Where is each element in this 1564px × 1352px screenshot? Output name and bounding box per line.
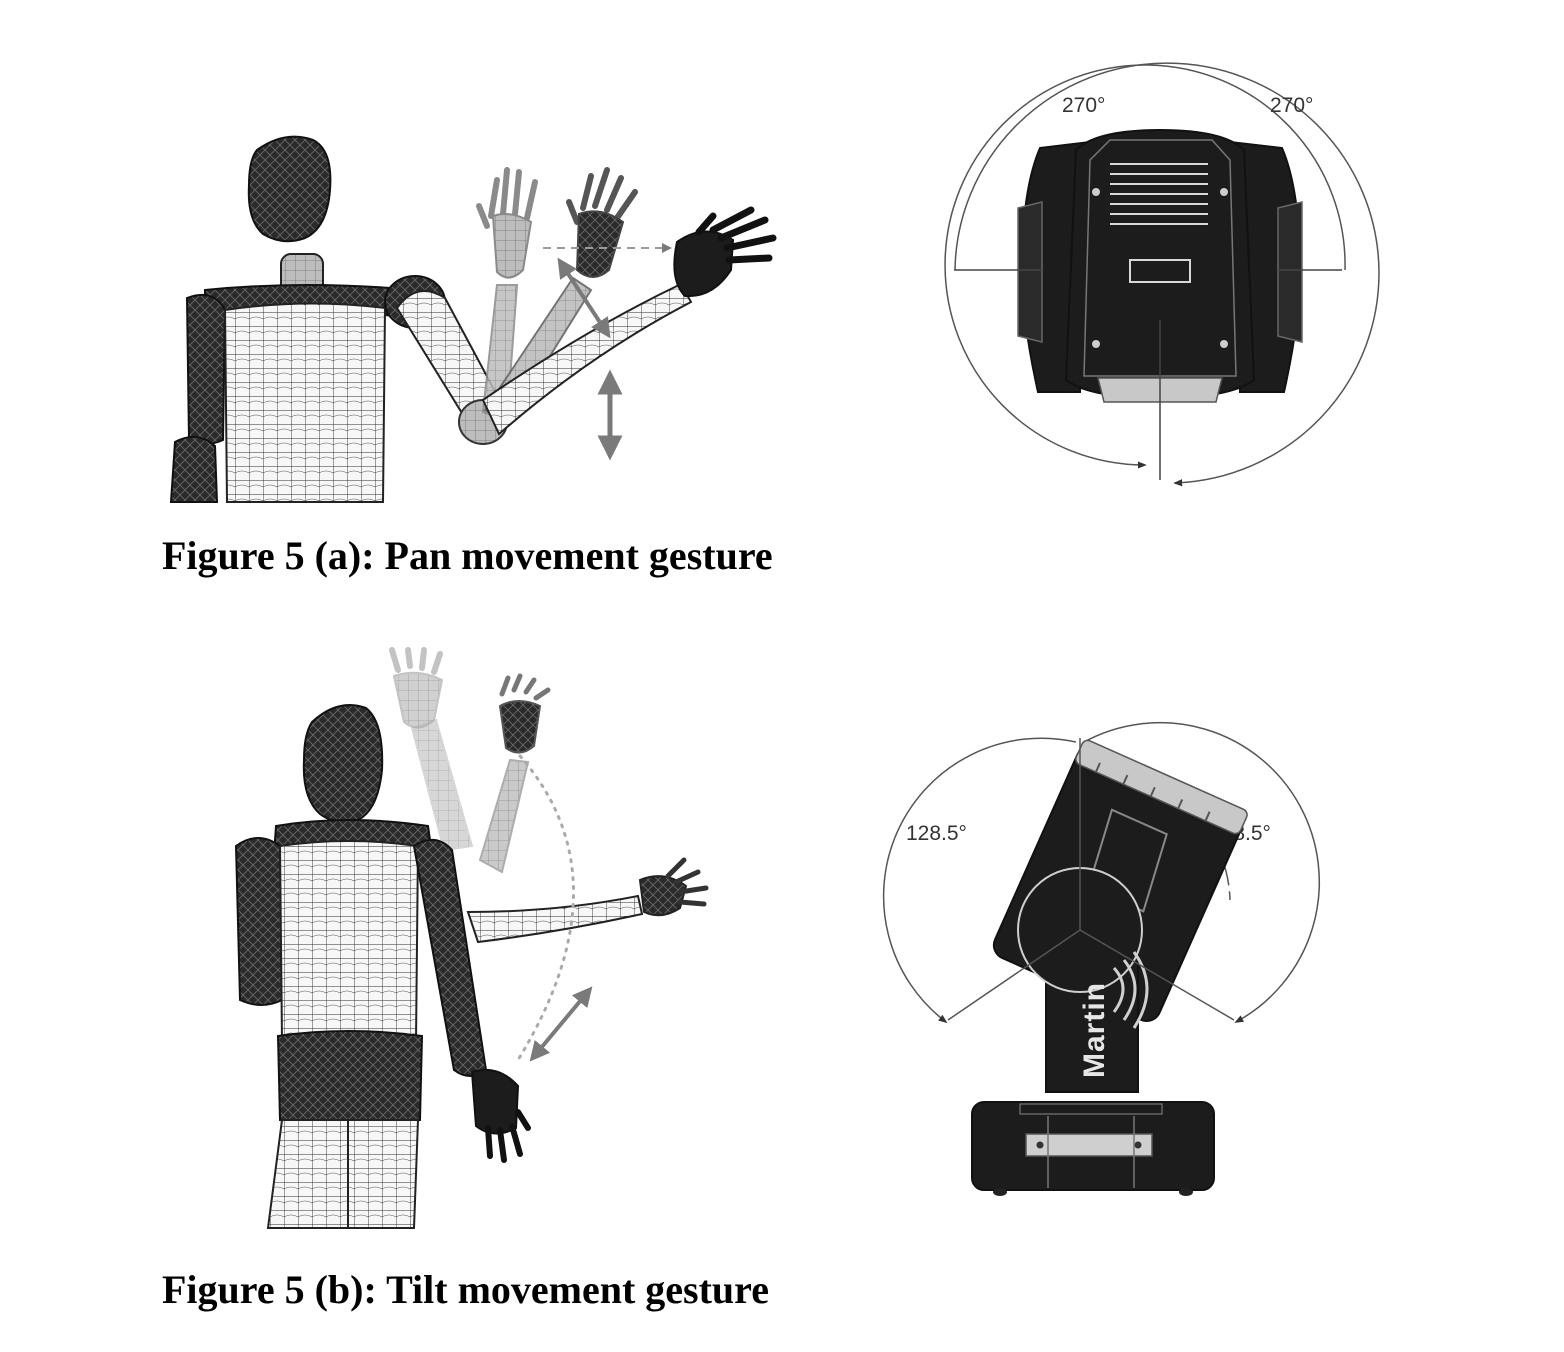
tilt-fixture-diagram: 128.5° 128.5° Martin <box>882 722 1320 1202</box>
pan-arc-inner <box>944 64 1346 469</box>
mannequin-head <box>302 704 384 823</box>
mannequin-left-arm <box>185 294 227 445</box>
tilt-arc-right <box>1083 722 1320 1023</box>
ghost-hand-1 <box>476 167 538 229</box>
mannequin-left-arm <box>234 837 284 1006</box>
figure-5b-caption: Figure 5 (b): Tilt movement gesture <box>162 1267 769 1312</box>
fixture-display <box>1129 259 1191 283</box>
tilt-gesture-illustration <box>228 647 738 1229</box>
ghost-arm-vertical <box>478 758 530 874</box>
pan-gesture-illustration <box>165 130 785 503</box>
ghost-arm-raised <box>410 718 474 852</box>
pan-double-arrow <box>557 257 611 339</box>
mannequin-lowered-hand <box>470 1068 520 1135</box>
tilt-double-arrow <box>529 986 593 1062</box>
mannequin-hand <box>673 230 735 298</box>
mannequin-torso <box>223 302 387 503</box>
pan-angle-right-label: 270° <box>1270 94 1313 117</box>
mannequin-legs <box>266 1119 420 1229</box>
mannequin-hand <box>638 875 688 917</box>
mannequin-torso <box>278 840 420 1043</box>
mannequin-right-arm <box>412 839 488 1077</box>
mannequin-hips <box>276 1030 424 1126</box>
pan-arc-outer <box>954 62 1380 487</box>
pan-fixture-diagram: 270° 270° <box>930 62 1390 500</box>
figure-5a-caption: Figure 5 (a): Pan movement gesture <box>162 533 773 578</box>
fixture-base-handle <box>1025 1133 1153 1157</box>
mannequin-forearm <box>481 282 693 436</box>
tilt-arc-left <box>882 737 1077 1024</box>
tilt-angle-left-label: 128.5° <box>906 822 967 845</box>
fixture-vent-grille <box>1110 163 1208 225</box>
mannequin-head <box>247 135 332 243</box>
mannequin-forearm <box>466 894 644 944</box>
pan-angle-left-label: 270° <box>1062 94 1105 117</box>
fixture-brand-label: Martin <box>1078 982 1111 1078</box>
ghost-hand-2 <box>566 167 638 225</box>
